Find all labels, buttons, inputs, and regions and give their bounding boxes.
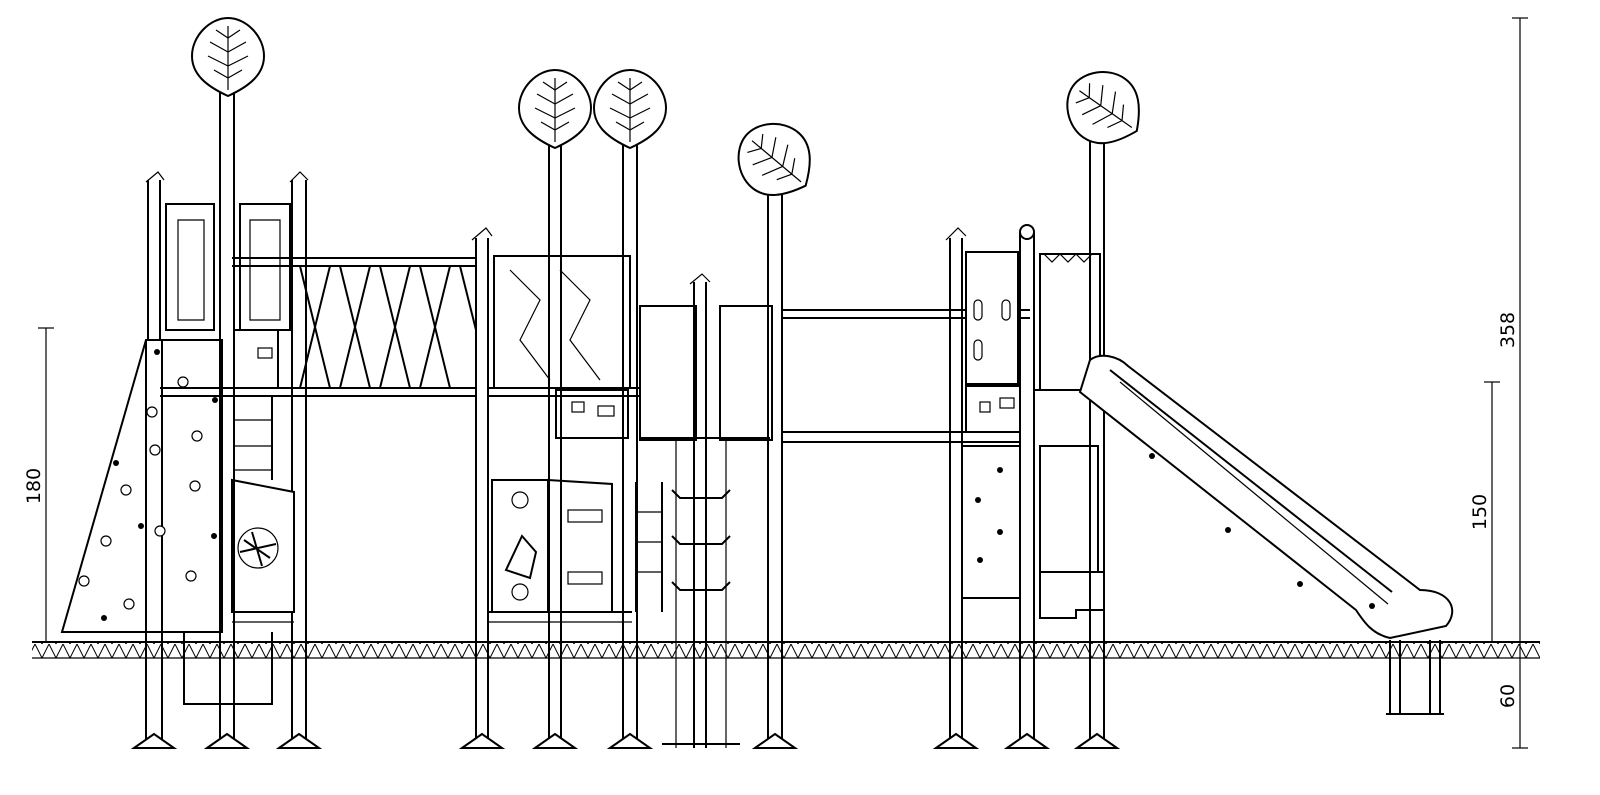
dimension-slide-platform: 150 — [1469, 381, 1500, 642]
rope-ladder-section — [639, 273, 773, 748]
total-height-label: 358 — [1497, 312, 1519, 348]
net-bridge — [232, 257, 477, 397]
slide-platform-height-label: 150 — [1469, 494, 1491, 530]
center-leaf-posts — [518, 69, 667, 749]
climbing-wall — [60, 339, 223, 748]
slide-tower — [1034, 55, 1159, 749]
left-tower — [145, 171, 309, 748]
right-tower — [935, 224, 1048, 749]
platform-height-left-label: 180 — [23, 468, 45, 504]
center-tower — [471, 227, 663, 748]
dimension-platform-left: 180 — [23, 327, 54, 642]
tilted-leaf-post — [721, 106, 830, 749]
foundation-depth-label: 60 — [1497, 684, 1519, 708]
dimension-total-height: 358 — [1497, 17, 1528, 642]
ground-line — [32, 641, 1540, 659]
climbing-holds — [78, 349, 218, 621]
left-leaf-post — [191, 17, 265, 749]
dimension-foundation: 60 — [1497, 642, 1528, 749]
slide — [1078, 354, 1454, 715]
